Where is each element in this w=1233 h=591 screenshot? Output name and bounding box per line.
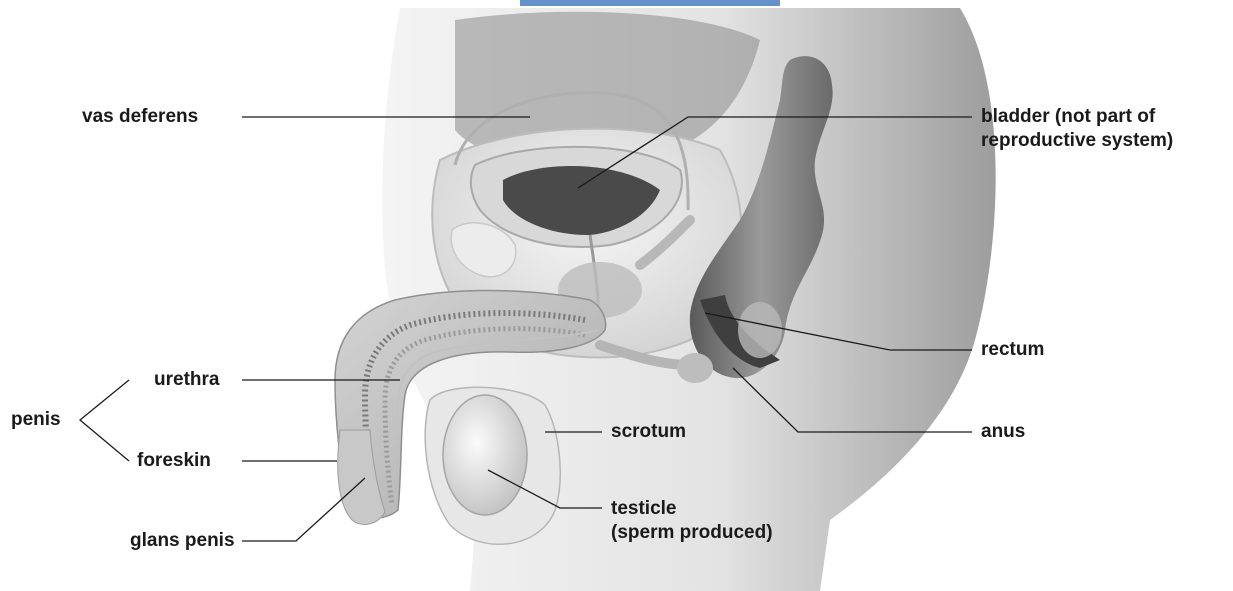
label-vas-deferens: vas deferens bbox=[82, 105, 198, 129]
label-scrotum: scrotum bbox=[611, 420, 686, 444]
label-rectum: rectum bbox=[981, 338, 1044, 362]
label-urethra: urethra bbox=[154, 368, 219, 392]
label-foreskin: foreskin bbox=[137, 449, 211, 473]
leader-penis-bracket bbox=[80, 380, 129, 461]
label-bladder-line2: reproductive system) bbox=[981, 129, 1173, 153]
title-fragment bbox=[520, 0, 780, 6]
label-glans-penis: glans penis bbox=[130, 529, 235, 553]
label-bladder-line1: bladder (not part of bbox=[981, 105, 1173, 129]
scrotum-illustration bbox=[425, 387, 560, 544]
label-testicle: testicle (sperm produced) bbox=[611, 497, 773, 545]
label-testicle-line1: testicle bbox=[611, 497, 773, 521]
label-bladder: bladder (not part of reproductive system… bbox=[981, 105, 1173, 153]
label-penis: penis bbox=[11, 408, 61, 432]
label-anus: anus bbox=[981, 420, 1025, 444]
label-testicle-line2: (sperm produced) bbox=[611, 521, 773, 545]
